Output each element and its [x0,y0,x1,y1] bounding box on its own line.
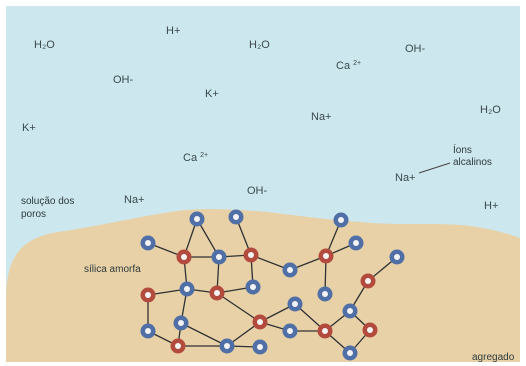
atom-core [394,254,400,260]
bond-line [216,292,261,323]
ion-sodium: Na+ [124,194,145,206]
silicon-atom-icon [317,286,333,302]
oxygen-atom-icon [317,323,333,339]
ion-sodium: Na+ [395,172,416,184]
atom-core [184,286,190,292]
silicon-atom-icon [389,249,405,265]
atom-core [367,327,373,333]
ion-hydroxide: OH- [113,74,134,86]
alkali-ions-pointer [418,162,451,174]
atom-core [322,291,328,297]
bond-line [180,322,228,347]
atom-core [250,284,256,290]
atom-core [216,254,222,260]
atom-core [248,252,254,258]
oxygen-atom-icon [243,247,259,263]
atom-core [365,278,371,284]
oxygen-atom-icon [360,273,376,289]
oxygen-atom-icon [318,248,334,264]
silicon-atom-icon [189,211,205,227]
silicon-atom-icon [252,339,268,355]
atom-core [178,320,184,326]
silicon-atom-icon [348,235,364,251]
oxygen-atom-icon [176,249,192,265]
ion-calcium-charge: 2+ [200,152,208,159]
oxygen-atom-icon [170,338,186,354]
atom-core [347,350,353,356]
atom-core [224,343,230,349]
ion-h2o: H₂O [249,39,270,51]
atom-core [287,328,293,334]
atom-core [338,217,344,223]
silicon-atom-icon [219,338,235,354]
silicon-atom-icon [282,323,298,339]
silicon-atom-icon [282,262,298,278]
pore-solution-label: poros [21,209,46,220]
alkali-ions-label: alcalinos [453,157,492,168]
ion-sodium: Na+ [311,111,332,123]
aggregate-label: agregado [472,352,515,363]
silicon-atom-icon [140,235,156,251]
silicon-atom-icon [179,281,195,297]
atom-core [347,308,353,314]
aggregate-region [6,209,520,362]
silicon-atom-icon [245,279,261,295]
silica-network [140,209,405,361]
atom-core [257,319,263,325]
atom-core [145,292,151,298]
amorphous-silica-label: sílica amorfa [84,264,141,275]
silicon-atom-icon [287,296,303,312]
atom-core [322,328,328,334]
silicon-atom-icon [333,212,349,228]
oxygen-atom-icon [252,314,268,330]
silicon-atom-icon [342,345,358,361]
silicon-atom-icon [342,303,358,319]
silicon-atom-icon [228,209,244,225]
ion-calcium: Ca 2+ [183,152,208,164]
silicon-atom-icon [211,249,227,265]
ion-calcium-charge: 2+ [353,60,361,67]
alkali-ions-label: Íons [453,143,472,156]
atom-core [175,343,181,349]
oxygen-atom-icon [140,287,156,303]
ion-calcium: Ca 2+ [336,60,361,72]
oxygen-atom-icon [209,285,225,301]
silicon-atom-icon [140,323,156,339]
atom-core [145,240,151,246]
ion-hydroxide: OH- [247,185,268,197]
atom-core [194,216,200,222]
atom-core [214,290,220,296]
atom-core [233,214,239,220]
atom-core [287,267,293,273]
ion-h-plus: H+ [166,25,180,37]
ion-calcium-symbol: Ca [336,60,351,72]
ion-h2o: H₂O [480,104,501,116]
atom-core [257,344,263,350]
ion-h2o: H₂O [34,39,55,51]
ion-h-plus: H+ [484,200,498,212]
atom-core [323,253,329,259]
ion-potassium: K+ [22,122,36,134]
oxygen-atom-icon [362,322,378,338]
atom-core [181,254,187,260]
ion-potassium: K+ [205,88,219,100]
atom-core [292,301,298,307]
silicon-atom-icon [173,315,189,331]
ion-hydroxide: OH- [405,43,426,55]
ion-calcium-symbol: Ca [183,152,198,164]
atom-core [145,328,151,334]
atom-core [353,240,359,246]
pore-solution-label: solução dos [21,196,74,207]
